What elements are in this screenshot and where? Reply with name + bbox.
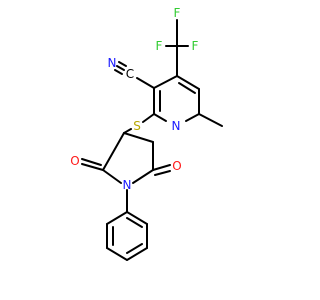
atom-labels: C N F F F N S O O N — [70, 6, 198, 192]
bond-c2-s — [142, 113, 155, 123]
bond-c2p-o — [81, 163, 104, 171]
bond-c5p-n — [132, 169, 154, 184]
bond-c2p-ch — [102, 132, 125, 171]
bond-cn-n-1 — [116, 65, 125, 71]
molecule-structure: C N F F F N S O O N — [70, 6, 223, 261]
bond-c3-cn — [136, 77, 155, 89]
bond-c3-c4 — [153, 75, 178, 89]
bond-c5p-o-2 — [154, 170, 171, 176]
bond-c6-n1 — [185, 113, 200, 122]
bond-ph-4-inner — [126, 243, 143, 254]
atom-label-thioether-s: S — [133, 119, 141, 133]
bond-c2p-o-2 — [81, 158, 102, 166]
bond-c6-methyl — [198, 113, 223, 127]
bond-ch-ch2 — [123, 132, 154, 143]
atom-label-carbonyl-o-left: O — [70, 154, 79, 168]
atom-label-nitrile-n: N — [108, 56, 117, 70]
atom-label-pyridine-n: N — [172, 119, 181, 133]
bonds — [81, 19, 223, 261]
atom-label-nitrile-c: C — [126, 67, 134, 81]
bond-ph-6 — [126, 211, 148, 225]
atom-label-fluorine-top: F — [174, 6, 181, 20]
atom-label-imide-n: N — [123, 178, 132, 192]
bond-c4-c5 — [176, 75, 200, 90]
bond-n-c2p — [102, 169, 122, 184]
bond-c5p-o — [152, 164, 171, 171]
bond-ph-3 — [106, 247, 128, 261]
bond-ph-6-inner — [126, 217, 143, 228]
atom-label-fluorine-right: F — [192, 39, 199, 53]
atom-label-fluorine-left: F — [156, 39, 163, 53]
bond-cn-n-3 — [114, 69, 123, 75]
bond-c4-c5-inner — [178, 82, 196, 94]
bond-ph-1 — [106, 211, 128, 225]
bond-cn-n-2 — [118, 61, 127, 67]
bond-ph-4 — [126, 247, 148, 261]
bond-n1-c2 — [153, 113, 167, 122]
atom-label-carbonyl-o-right: O — [172, 159, 181, 173]
